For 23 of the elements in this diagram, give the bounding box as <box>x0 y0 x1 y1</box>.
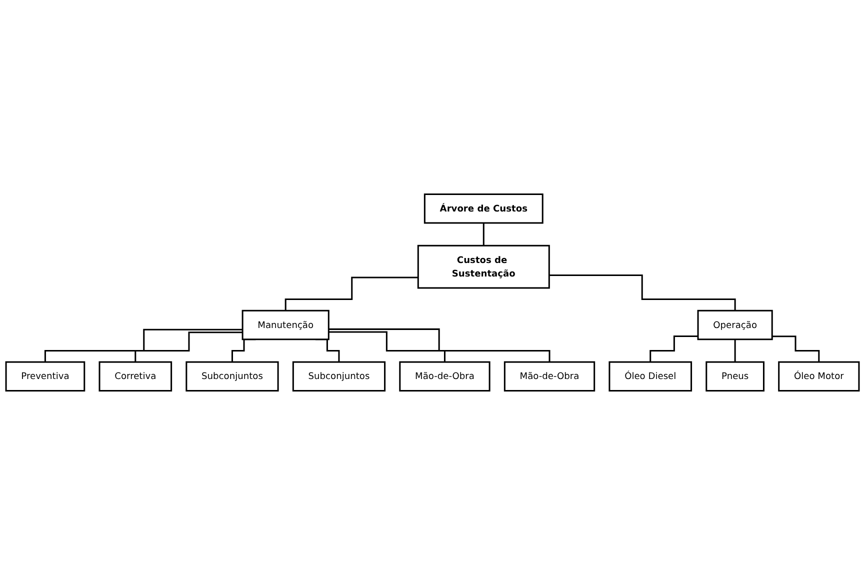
node-box: Pneus <box>706 361 764 392</box>
node-box: Óleo Diesel <box>608 361 692 392</box>
connector <box>650 335 698 363</box>
connector <box>734 338 736 363</box>
connector <box>549 274 736 312</box>
connector <box>328 331 446 363</box>
node-box: Subconjuntos <box>292 361 386 392</box>
node-box: Árvore de Custos <box>424 194 544 224</box>
node-box: Mão-de-Obra <box>399 361 490 392</box>
node-box: Corretiva <box>98 361 172 392</box>
node-box: Manutenção <box>242 310 330 340</box>
node-box: Subconjuntos <box>186 361 279 392</box>
connector <box>284 276 418 312</box>
connector <box>44 328 243 363</box>
connector <box>134 332 243 363</box>
connector <box>482 222 484 246</box>
node-box: Operação <box>697 310 773 340</box>
connector <box>772 336 820 363</box>
connector <box>328 328 550 363</box>
node-box: Custos de Sustentação <box>417 244 550 289</box>
node-box: Óleo Motor <box>778 361 860 392</box>
node-box: Preventiva <box>5 361 86 392</box>
node-box: Mão-de-Obra <box>504 361 596 392</box>
